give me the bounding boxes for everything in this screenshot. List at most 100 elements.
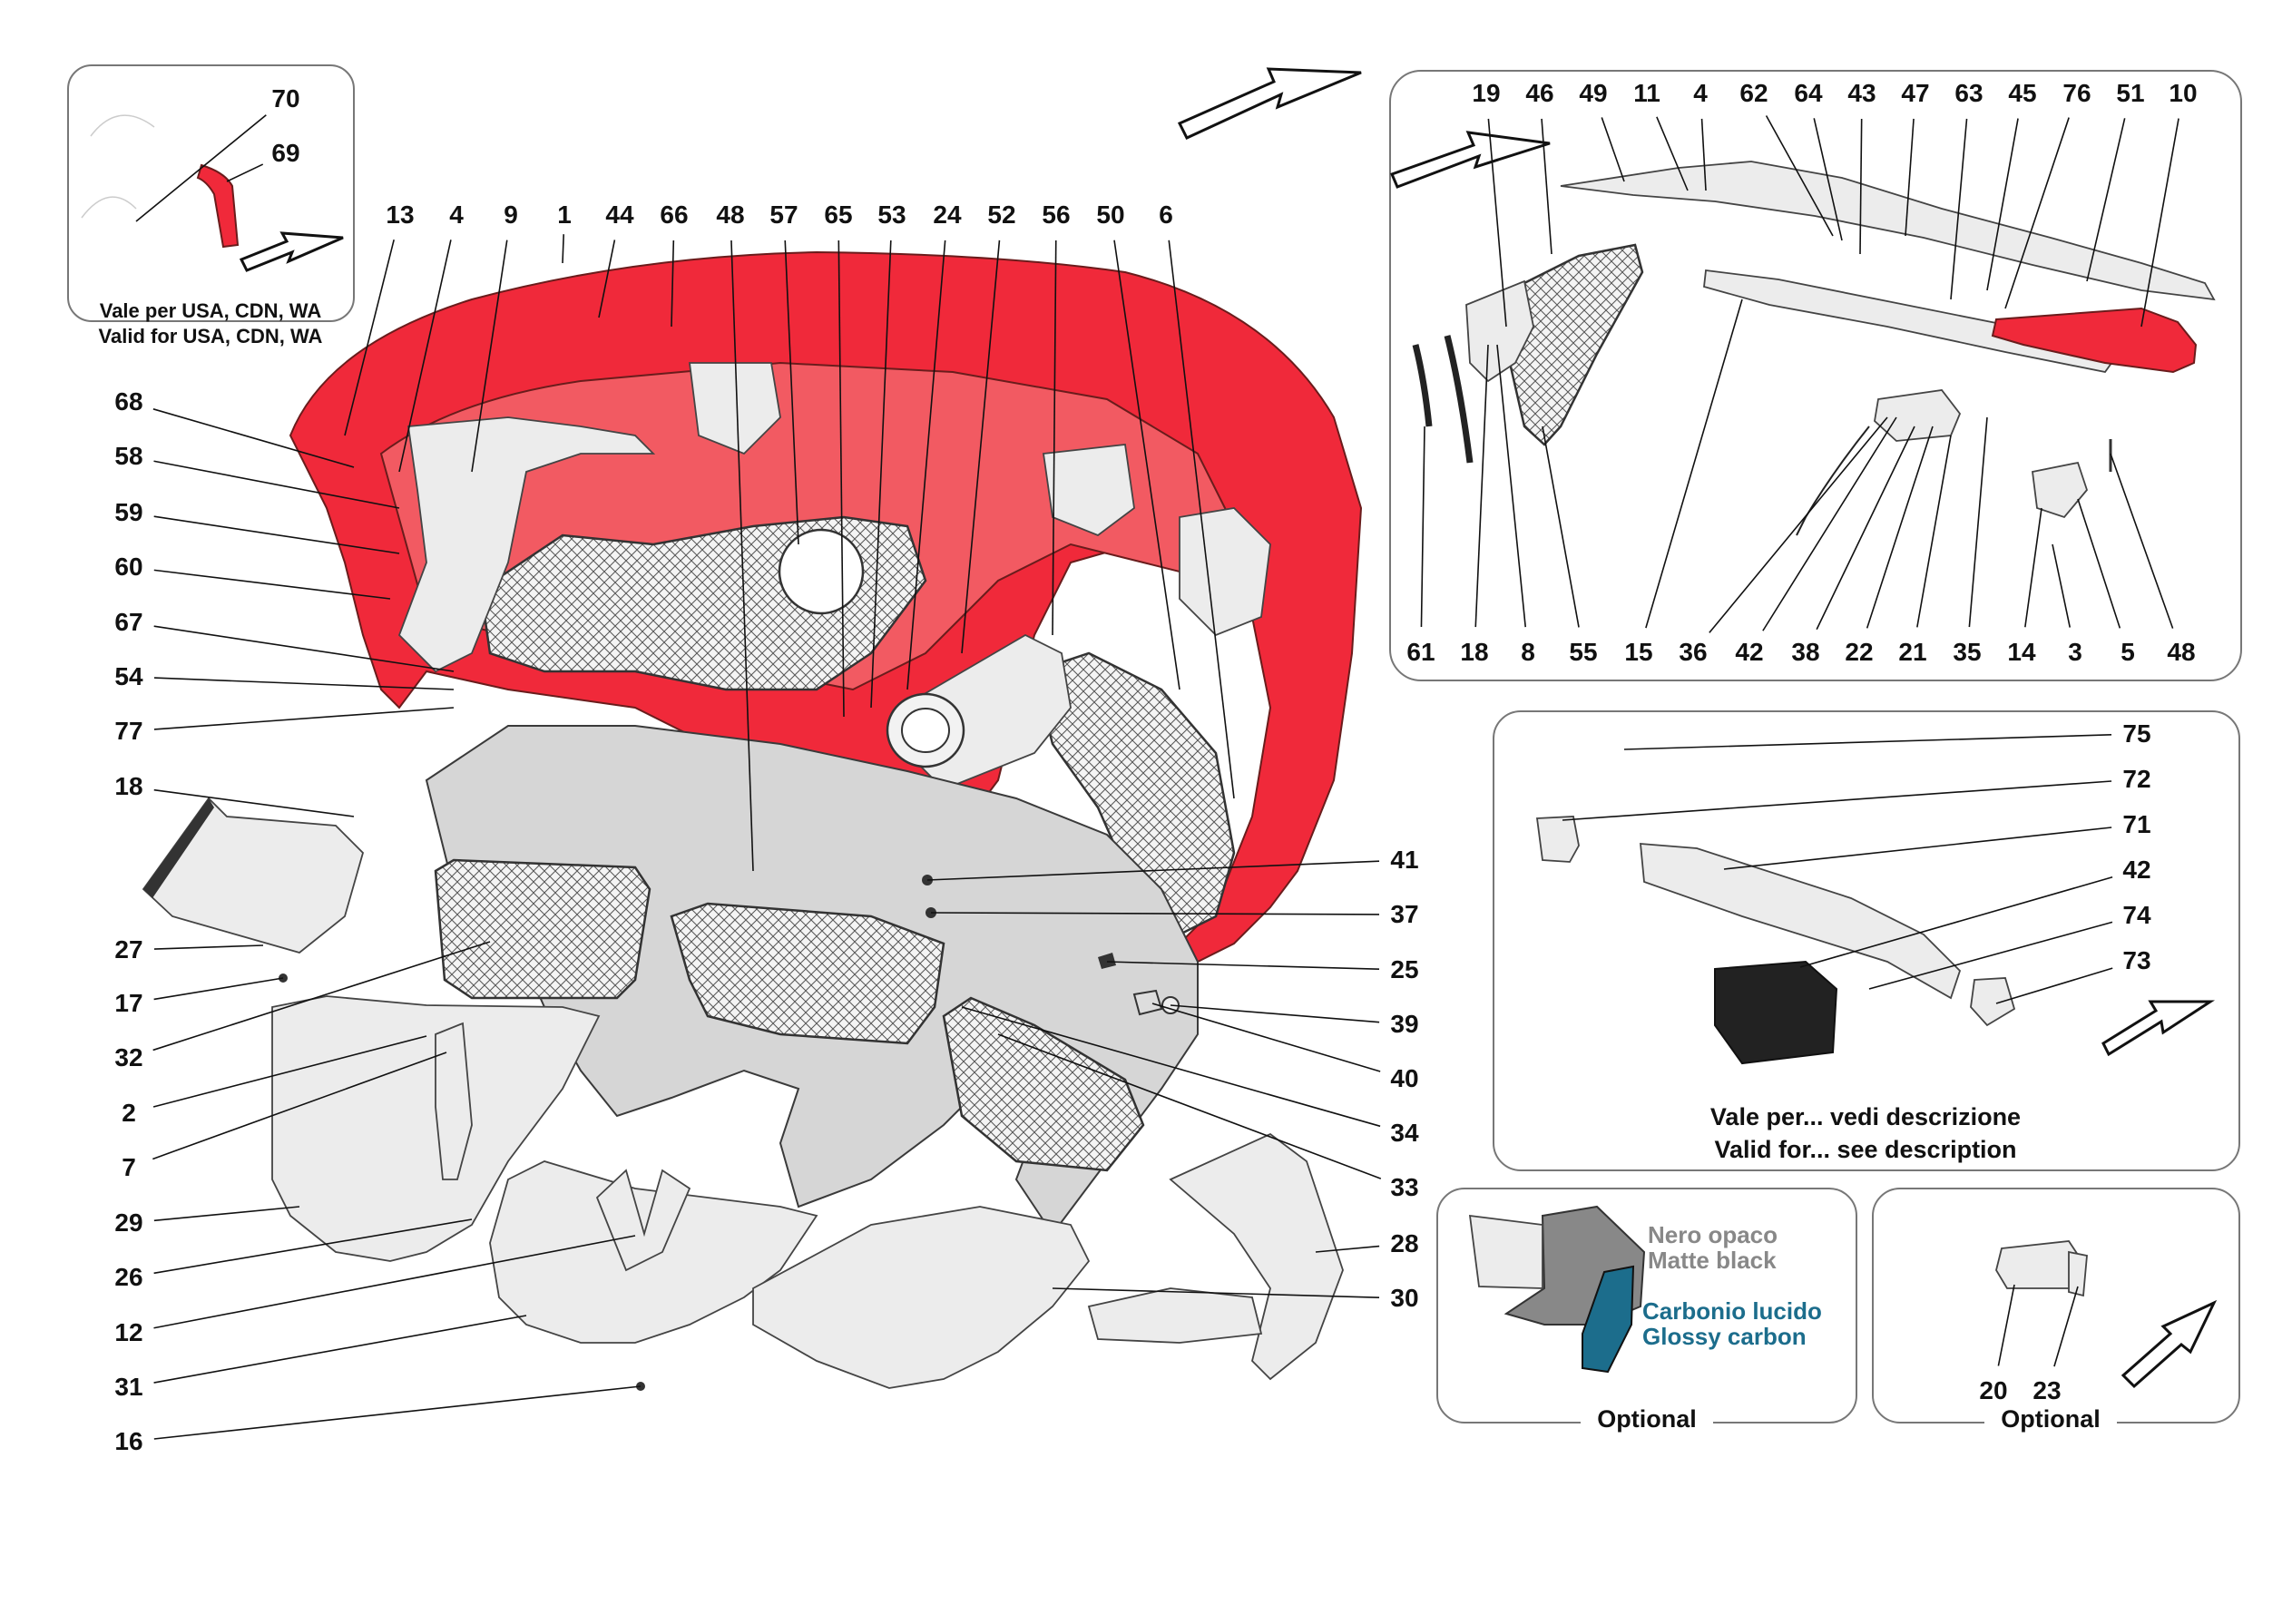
part-number-label: 58 <box>114 442 142 470</box>
part-32-mesh-vent <box>434 858 651 1000</box>
direction-arrow-usa <box>239 231 344 272</box>
leader-line <box>870 240 892 709</box>
part-number-label: 33 <box>1390 1173 1418 1201</box>
leader-line <box>1106 961 1380 971</box>
part-number-label: 25 <box>1390 955 1418 983</box>
leader-line <box>1816 426 1915 631</box>
leader-line <box>930 912 1380 915</box>
part-number-label: 76 <box>2062 79 2091 107</box>
part-number-label: 74 <box>2122 901 2151 929</box>
leader-line <box>2024 507 2042 628</box>
leader-line <box>153 1218 473 1275</box>
part-number-label: 7 <box>122 1153 136 1181</box>
part-number-label: 10 <box>2169 79 2197 107</box>
part-69-red-strip <box>196 163 240 249</box>
leader-line <box>1986 118 2019 291</box>
part-number-label: 17 <box>114 989 142 1017</box>
part-number-label: 16 <box>114 1427 142 1455</box>
leader-line <box>1315 1245 1380 1253</box>
part-15-lower-trim <box>1703 269 2116 373</box>
part-number-label: 26 <box>114 1263 142 1291</box>
leader-line <box>1168 240 1235 799</box>
part-number-label: 49 <box>1579 79 1607 107</box>
leader-line <box>1170 1004 1380 1023</box>
part-42-box <box>1714 960 1838 1065</box>
part-number-label: 75 <box>2122 719 2150 748</box>
leader-line <box>152 408 355 468</box>
leader-line <box>1866 426 1934 629</box>
leader-line <box>152 1052 447 1160</box>
part-number-label: 70 <box>271 84 299 113</box>
leader-line <box>2004 117 2070 309</box>
leader-line <box>1859 118 1863 255</box>
leader-line <box>226 163 264 182</box>
leader-line <box>730 240 754 872</box>
part-number-label: 73 <box>2122 946 2150 974</box>
leader-line <box>344 239 395 436</box>
leader-line <box>153 569 391 600</box>
part-number-label: 19 <box>1472 79 1500 107</box>
part-30-undertray <box>752 1206 1091 1389</box>
leader-line <box>153 515 400 554</box>
leader-line <box>1645 298 1743 629</box>
part-number-label: 41 <box>1390 846 1418 874</box>
leader-line <box>153 1206 300 1222</box>
caption-optional-1: Optional <box>1597 1405 1697 1433</box>
leader-line <box>1487 118 1507 328</box>
direction-arrow-top-right <box>1389 131 1551 189</box>
part-number-label: 47 <box>1901 79 1929 107</box>
part-number-label: 46 <box>1525 79 1553 107</box>
part-number-label: 3 <box>2068 638 2082 666</box>
part-number-label: 63 <box>1954 79 1983 107</box>
part-number-label: 18 <box>114 772 142 800</box>
leader-line <box>1997 1284 2015 1366</box>
part-7-strut <box>435 1022 473 1180</box>
part-number-label: 36 <box>1679 638 1707 666</box>
part-53-round-cover <box>778 528 865 615</box>
part-50-bracket <box>1179 507 1271 637</box>
leader-line <box>153 1385 642 1440</box>
leader-line <box>1723 827 2112 870</box>
leader-line <box>2086 118 2126 282</box>
leader-line <box>926 860 1380 881</box>
part-number-label: 8 <box>1521 638 1535 666</box>
part-number-label: 39 <box>1390 1010 1418 1038</box>
part-71-crossbar <box>1640 843 1962 1000</box>
leader-line <box>2077 498 2121 629</box>
part-number-label: 6 <box>1159 201 1173 229</box>
part-number-label: 55 <box>1569 638 1597 666</box>
part-number-label: 32 <box>114 1043 142 1071</box>
part-number-label: 38 <box>1791 638 1819 666</box>
part-number-label: 31 <box>114 1373 142 1401</box>
part-number-label: 44 <box>605 201 634 229</box>
leader-line <box>398 240 452 473</box>
part-number-label: 60 <box>114 553 142 581</box>
leader-line <box>2140 118 2179 328</box>
part-number-label: 22 <box>1845 638 1873 666</box>
caption-glossy-en: Glossy carbon <box>1642 1323 1807 1350</box>
leader-line <box>1420 426 1425 628</box>
leader-line <box>1799 876 2113 968</box>
leader-line <box>1113 240 1180 690</box>
part-number-label: 48 <box>2167 638 2195 666</box>
part-number-label: 42 <box>1735 638 1763 666</box>
part-number-label: 14 <box>2007 638 2036 666</box>
leader-line <box>1151 1003 1381 1072</box>
part-46-mesh-grille <box>1504 243 1644 446</box>
inset-finish-panel <box>1436 1188 1857 1423</box>
part-number-label: 27 <box>114 935 142 964</box>
inset-usa-panel <box>67 64 355 322</box>
part-number-label: 5 <box>2121 638 2135 666</box>
part-40-clip <box>1132 989 1163 1016</box>
leader-line <box>906 240 946 690</box>
part-number-label: 53 <box>877 201 906 229</box>
part-number-label: 68 <box>114 387 142 416</box>
leader-line <box>1496 344 1527 628</box>
part-number-label: 48 <box>716 201 744 229</box>
caption-glossy-it: Carbonio lucido <box>1642 1297 1822 1325</box>
part-28-side-fin-base <box>1087 1287 1263 1344</box>
leader-line <box>1700 118 1707 191</box>
leader-line <box>961 1006 1381 1128</box>
